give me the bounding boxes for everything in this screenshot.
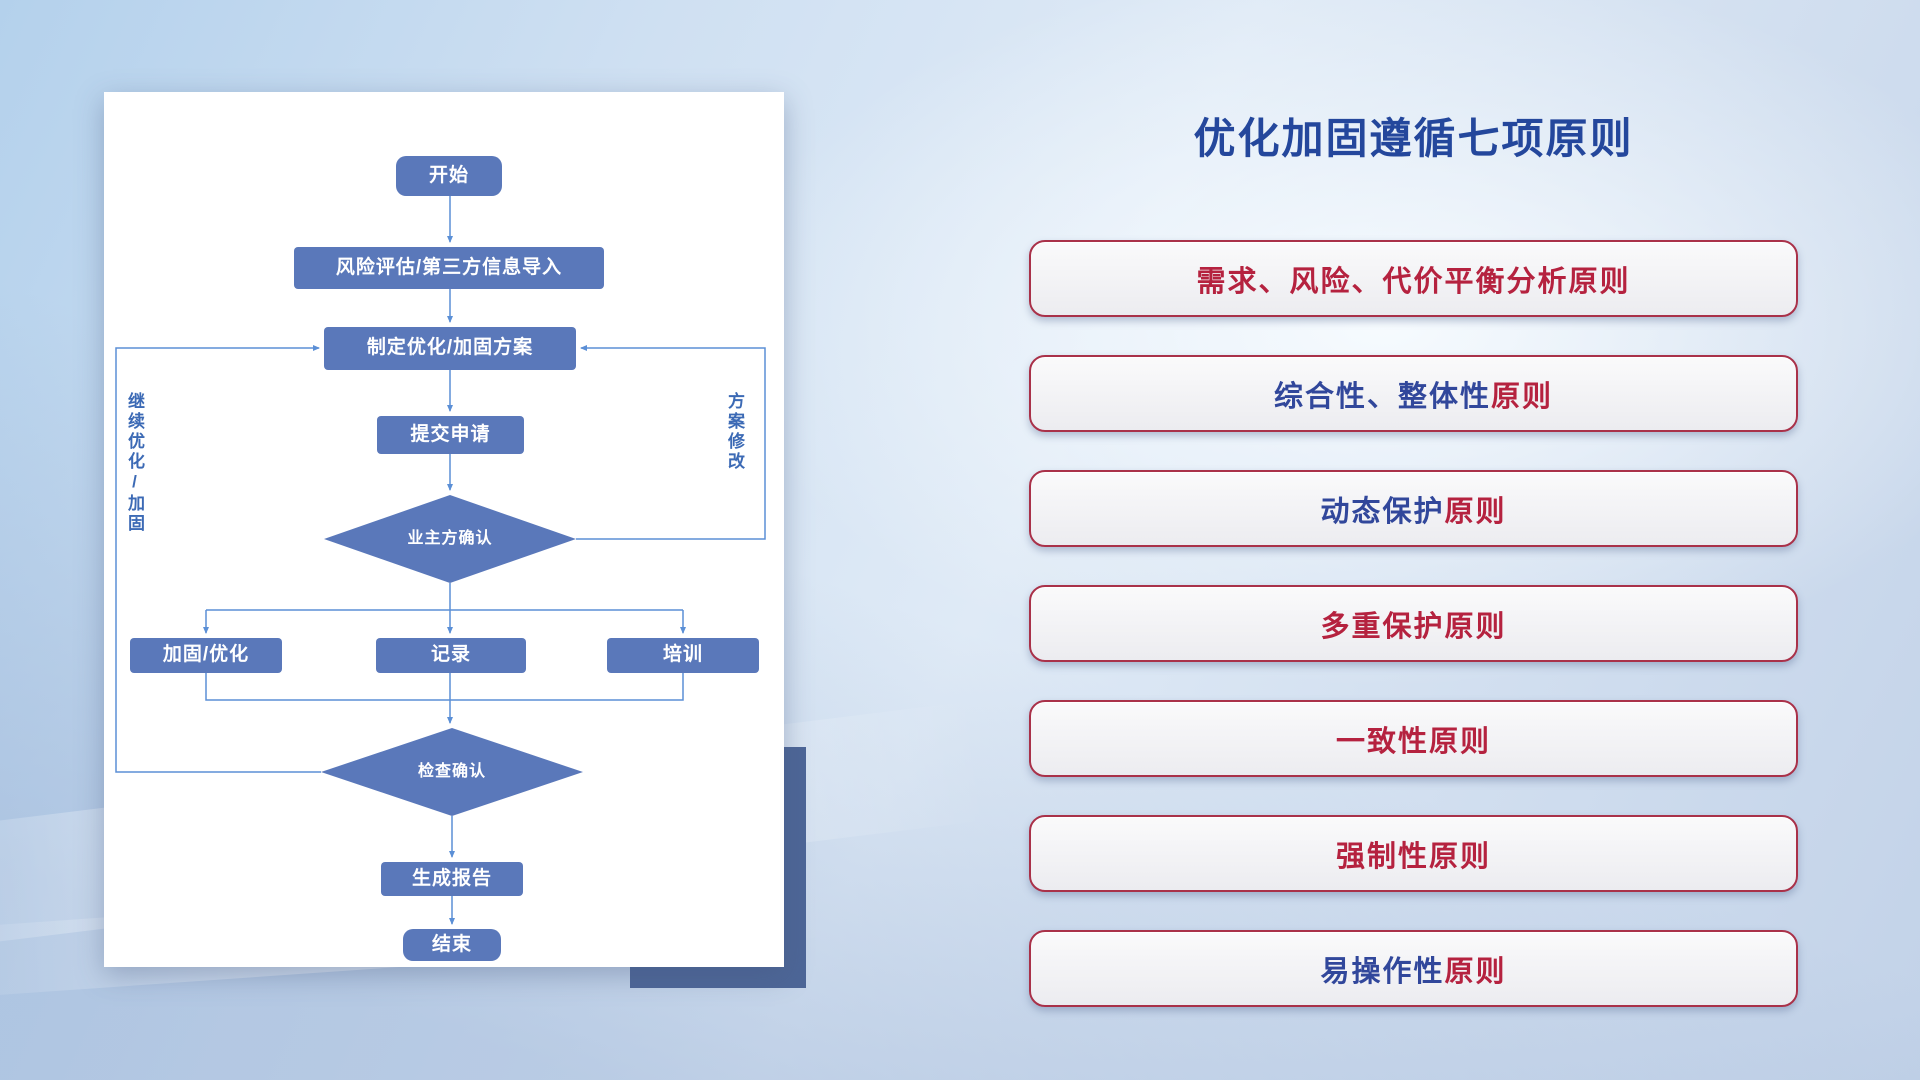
flowchart-card: 开始 风险评估/第三方信息导入 制定优化/加固方案 提交申请 业主方确认 加固/… <box>104 92 784 967</box>
flow-node-label: 风险评估/第三方信息导入 <box>335 256 563 278</box>
flow-node-risk-import: 风险评估/第三方信息导入 <box>294 247 604 289</box>
principle-text-segment: 综合性、整体性 <box>1273 380 1491 413</box>
principle-item: 易操作性原则 <box>1029 930 1798 1007</box>
principle-text-segment: 动态保护 <box>1320 495 1445 528</box>
flow-node-label: 记录 <box>430 644 471 666</box>
principles-list: 需求、风险、代价平衡分析原则综合性、整体性原则动态保护原则多重保护原则一致性原则… <box>1029 240 1798 1007</box>
flow-node-harden: 加固/优化 <box>130 638 282 673</box>
flow-node-label: 培训 <box>662 644 703 666</box>
principle-item: 动态保护原则 <box>1029 470 1798 547</box>
flow-node-label: 生成报告 <box>411 867 492 889</box>
principle-item: 需求、风险、代价平衡分析原则 <box>1029 240 1798 317</box>
principle-text-segment: 原则 <box>1491 380 1554 413</box>
loop-label-continue-optimize: 继续优化/加固 <box>125 392 144 534</box>
flow-node-label: 业主方确认 <box>407 530 493 548</box>
flow-node-label: 加固/优化 <box>162 644 250 666</box>
flow-node-record: 记录 <box>376 638 526 673</box>
flow-node-make-plan: 制定优化/加固方案 <box>324 327 576 370</box>
principle-text-segment: 一致性原则 <box>1335 725 1491 758</box>
principle-text-segment: 原则 <box>1444 955 1507 988</box>
principle-item: 综合性、整体性原则 <box>1029 355 1798 432</box>
principle-item: 一致性原则 <box>1029 700 1798 777</box>
flow-node-label: 开始 <box>428 164 469 186</box>
principle-text-segment: 需求、风险、代价平衡分析原则 <box>1196 265 1631 298</box>
flow-node-start: 开始 <box>396 156 502 196</box>
flow-node-report: 生成报告 <box>381 862 523 896</box>
principle-text-segment: 强制性原则 <box>1335 840 1491 873</box>
flow-node-label: 提交申请 <box>410 423 491 445</box>
loop-label-plan-revise: 方案修改 <box>725 392 744 472</box>
principles-title: 优化加固遵循七项原则 <box>1193 115 1634 162</box>
principle-text-segment: 原则 <box>1444 495 1507 528</box>
flow-node-label: 检查确认 <box>417 763 486 781</box>
flow-node-label: 制定优化/加固方案 <box>366 337 534 359</box>
flow-node-submit: 提交申请 <box>377 416 524 454</box>
flow-node-end: 结束 <box>403 929 501 961</box>
principle-item: 多重保护原则 <box>1029 585 1798 662</box>
flow-node-label: 结束 <box>431 933 472 955</box>
flow-node-train: 培训 <box>607 638 759 673</box>
principle-text-segment: 多重保护原则 <box>1320 610 1507 643</box>
principle-item: 强制性原则 <box>1029 815 1798 892</box>
principle-text-segment: 易操作性 <box>1320 955 1445 988</box>
